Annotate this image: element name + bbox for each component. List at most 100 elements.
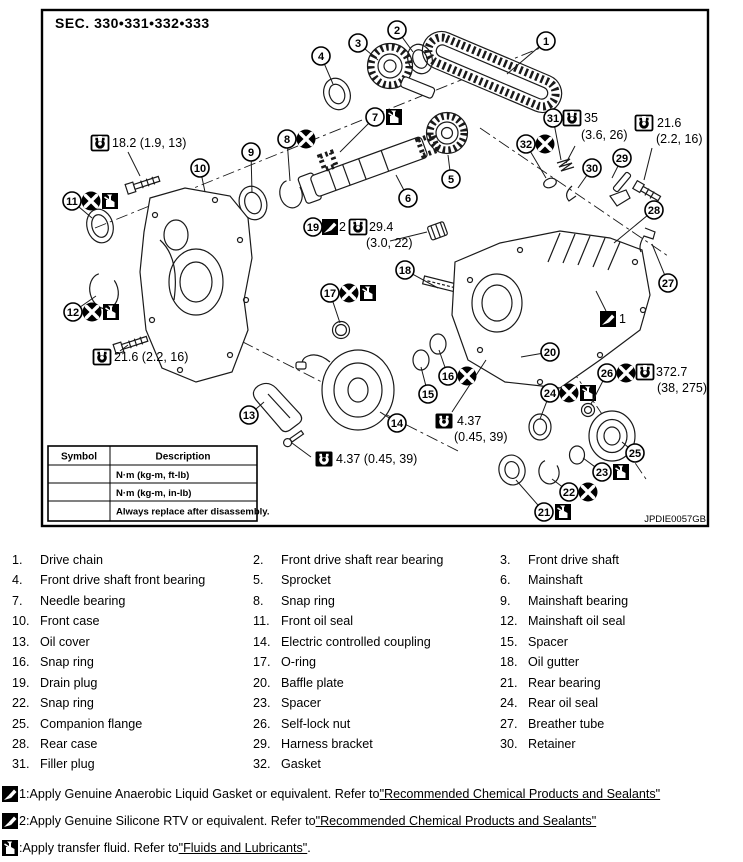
leader-line (119, 344, 129, 352)
replace-icon (457, 366, 477, 386)
part-number: 31. (12, 757, 30, 772)
part-label: Filler plug (40, 757, 95, 772)
replace-icon (535, 134, 555, 154)
part-item-8: 8.Snap ring (253, 591, 500, 611)
replace-icon (578, 482, 598, 502)
svg-text:29: 29 (616, 153, 628, 165)
callout-16: 16 (438, 349, 477, 386)
part-item-27: 27. Breather tube (500, 714, 731, 734)
part-label: Rear oil seal (528, 696, 598, 711)
part-item-2: 2.Front drive shaft rear bearing (253, 550, 500, 570)
svg-text:18: 18 (399, 265, 411, 277)
part-item-6: 6.Mainshaft (500, 570, 731, 590)
footnote-link-sealants-2[interactable]: "Recommended Chemical Products and Seala… (315, 814, 597, 829)
replace-icon (616, 363, 636, 383)
legend-row-ftlb: N·m (kg-m, ft-lb) (116, 470, 189, 481)
callout-27: 27 (651, 243, 678, 293)
part-label: Snap ring (281, 593, 335, 608)
part-label: Sprocket (281, 573, 331, 588)
leader-line (389, 231, 428, 242)
part-item-4: 4.Front drive shaft front bearing (12, 570, 253, 590)
part-number: 10. (12, 614, 30, 629)
callout-5: 5 (441, 154, 461, 189)
part-label: Rear bearing (528, 675, 601, 690)
callout-23: 23 (582, 457, 629, 482)
rear-case-drawing (451, 230, 651, 389)
svg-text:24: 24 (544, 388, 557, 400)
part-number: 17. (253, 655, 271, 670)
part-label: Mainshaft (528, 573, 583, 588)
oil-icon (613, 464, 629, 480)
callout-20: 20 (520, 342, 560, 362)
callout-7: 7 (339, 107, 402, 153)
footnote-link-fluids[interactable]: "Fluids and Lubricants" (178, 841, 308, 856)
part-label: Retainer (528, 736, 576, 751)
torque-label: 4.37 (457, 414, 481, 428)
svg-text:13: 13 (243, 410, 255, 422)
svg-text:22: 22 (563, 487, 575, 499)
leader-line (291, 442, 312, 458)
wrench2-icon (435, 413, 453, 429)
sealant-icon (322, 219, 338, 235)
callout-4: 4 (311, 46, 334, 85)
part-item-12: 12.Mainshaft oil seal (500, 611, 731, 631)
svg-text:11: 11 (66, 196, 78, 208)
part-item-32: 32.Gasket (253, 754, 500, 774)
callout-13: 13 (239, 401, 265, 425)
part-number: 7. (12, 593, 23, 608)
part-item-9: 9.Mainshaft bearing (500, 591, 731, 611)
svg-text:3: 3 (355, 38, 361, 50)
svg-text:14: 14 (391, 418, 404, 430)
part-item-24: 24.Rear oil seal (500, 693, 731, 713)
part-item-1: 1.Drive chain (12, 550, 253, 570)
footnote-sealant-2: 2: Apply Genuine Silicone RTV or equival… (2, 808, 743, 835)
footnotes: 1: Apply Genuine Anaerobic Liquid Gasket… (0, 775, 743, 862)
part-number: 32. (253, 757, 271, 772)
svg-text:12: 12 (67, 307, 79, 319)
part-label: Spacer (281, 696, 321, 711)
sealant-icon (600, 311, 616, 327)
callout-1: 1 (506, 31, 556, 75)
part-label: Snap ring (40, 696, 94, 711)
svg-text:26: 26 (601, 368, 613, 380)
part-label: Oil gutter (528, 655, 580, 670)
part-item-16: 16.Snap ring (12, 652, 253, 672)
footnote-link-sealants-1[interactable]: "Recommended Chemical Products and Seala… (379, 787, 661, 802)
part-item-28: 28.Rear case (12, 734, 253, 754)
wrench1-icon (90, 134, 110, 152)
callout-22: 22 (551, 478, 598, 502)
part-item-14: 14.Electric controlled coupling (253, 632, 500, 652)
part-item-3: 3.Front drive shaft (500, 550, 731, 570)
callout-14: 14 (379, 411, 407, 433)
torque-label: 21.6 (657, 116, 681, 130)
part-number: 1. (12, 553, 23, 567)
footnote-text: Apply transfer fluid. Refer to (22, 841, 179, 856)
callout-32: 32 (516, 134, 555, 179)
part-number: 27. (500, 716, 518, 731)
part-number: 25. (12, 716, 30, 731)
svg-text:1: 1 (543, 36, 549, 48)
part-item-15: 15.Spacer (500, 632, 731, 652)
torque-label: (3.0, 22) (366, 236, 413, 250)
torque-label: 4.37 (0.45, 39) (336, 452, 417, 466)
section-title: SEC. 330•331•332•333 (55, 15, 210, 31)
small-rings-drawing (331, 320, 447, 371)
legend-header-description: Description (155, 452, 210, 463)
part-label: Rear case (40, 736, 98, 751)
exploded-diagram: SEC. 330•331•332•333 (40, 8, 710, 528)
part-label: Breather tube (528, 716, 605, 731)
torque-label: (0.45, 39) (454, 430, 508, 444)
part-item-26: 26.Self-lock nut (253, 714, 500, 734)
front-case-drawing (139, 187, 253, 383)
callout-26: 26 (590, 363, 636, 405)
svg-text:32: 32 (520, 139, 532, 151)
torque-label: 29.4 (369, 220, 393, 234)
drive-chain-drawing (421, 30, 563, 114)
figure-code: JPDIE0057GB (644, 514, 706, 525)
wrench1-icon (635, 363, 655, 381)
oil-icon (103, 304, 119, 320)
callout-31: 31 (543, 108, 563, 161)
torque-label: 1 (619, 312, 626, 326)
part-label: Front drive shaft front bearing (40, 573, 206, 588)
leader-line (595, 290, 607, 312)
